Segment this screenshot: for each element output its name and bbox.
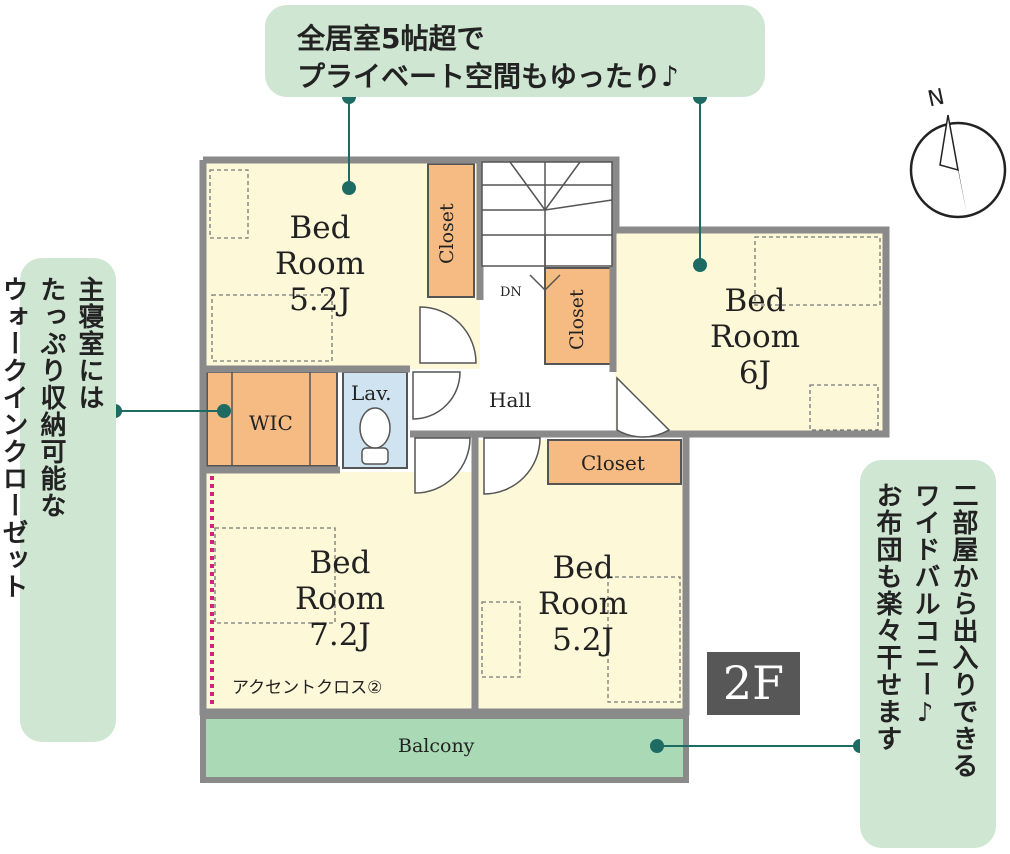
callout-right: 二部屋から出入りできる ワイドバルコニー♪ お布団も楽々干せます (860, 460, 996, 848)
doors (412, 306, 671, 495)
room-bed-ne-line2: Room (709, 319, 801, 355)
room-label-bed-nw: Bed Room 5.2J (250, 210, 390, 318)
room-bed-se-size: 5.2J (552, 622, 614, 658)
furniture (209, 169, 881, 703)
callout-right-line3: お布団も楽々干せます (872, 482, 902, 752)
room-bed-ne-line1: Bed (724, 283, 786, 319)
room-bed-nw-size: 5.2J (289, 282, 351, 318)
callout-left-line2: たっぷり収納可能な (36, 276, 66, 519)
compass-icon (909, 114, 1007, 219)
room-label-bed-ne: Bed Room 6J (685, 283, 825, 391)
closet-left (427, 163, 475, 298)
callout-right-line2: ワイドバルコニー♪ (910, 482, 940, 729)
stairs-dn-label: DN (500, 285, 522, 300)
balcony-label: Balcony (398, 735, 475, 757)
accent-cross-label: アクセントクロス② (232, 678, 383, 698)
room-bed-nw-line2: Room (274, 246, 366, 282)
closet-bottom-label: Closet (581, 451, 645, 475)
lav-label: Lav. (351, 381, 392, 405)
callout-left-text: 主寝室には たっぷり収納可能な ウォークインクローゼット (0, 276, 108, 736)
callout-right-line1: 二部屋から出入りできる (948, 482, 978, 779)
room-bed-nw-line1: Bed (289, 210, 351, 246)
callout-top-line1: 全居室5帖超で (297, 22, 485, 55)
wic-label: WIC (249, 411, 293, 435)
room-bed-sw-size: 7.2J (309, 617, 371, 653)
closet-left-label: Closet (436, 203, 458, 265)
room-label-bed-se: Bed Room 5.2J (513, 550, 653, 658)
room-bed-ne-size: 6J (738, 355, 772, 391)
room-label-bed-sw: Bed Room 7.2J (270, 545, 410, 653)
room-bed-se-line2: Room (537, 586, 629, 622)
wic-area (206, 371, 338, 467)
room-bed-sw-line2: Room (294, 581, 386, 617)
closet-bottom (547, 439, 682, 485)
wic-rods (231, 372, 311, 466)
callout-right-text: 二部屋から出入りできる ワイドバルコニー♪ お布団も楽々干せます (868, 482, 982, 842)
hall-label: Hall (489, 388, 532, 412)
callout-top-line2: プライベート空間もゆったり♪ (297, 60, 679, 93)
floor-label: 2F (707, 652, 800, 715)
toilet-icon (359, 407, 391, 465)
callout-left: 主寝室には たっぷり収納可能な ウォークインクローゼット (0, 258, 116, 742)
callout-left-line1: 主寝室には (74, 276, 104, 411)
room-bed-sw-line1: Bed (309, 545, 371, 581)
callout-left-line3: ウォークインクローゼット (0, 276, 28, 600)
closet-mid-label: Closet (566, 289, 588, 351)
room-bed-se-line1: Bed (552, 550, 614, 586)
callout-top: 全居室5帖超で プライベート空間もゆったり♪ (265, 5, 765, 97)
stairs (481, 161, 613, 291)
balcony-area (200, 713, 689, 783)
